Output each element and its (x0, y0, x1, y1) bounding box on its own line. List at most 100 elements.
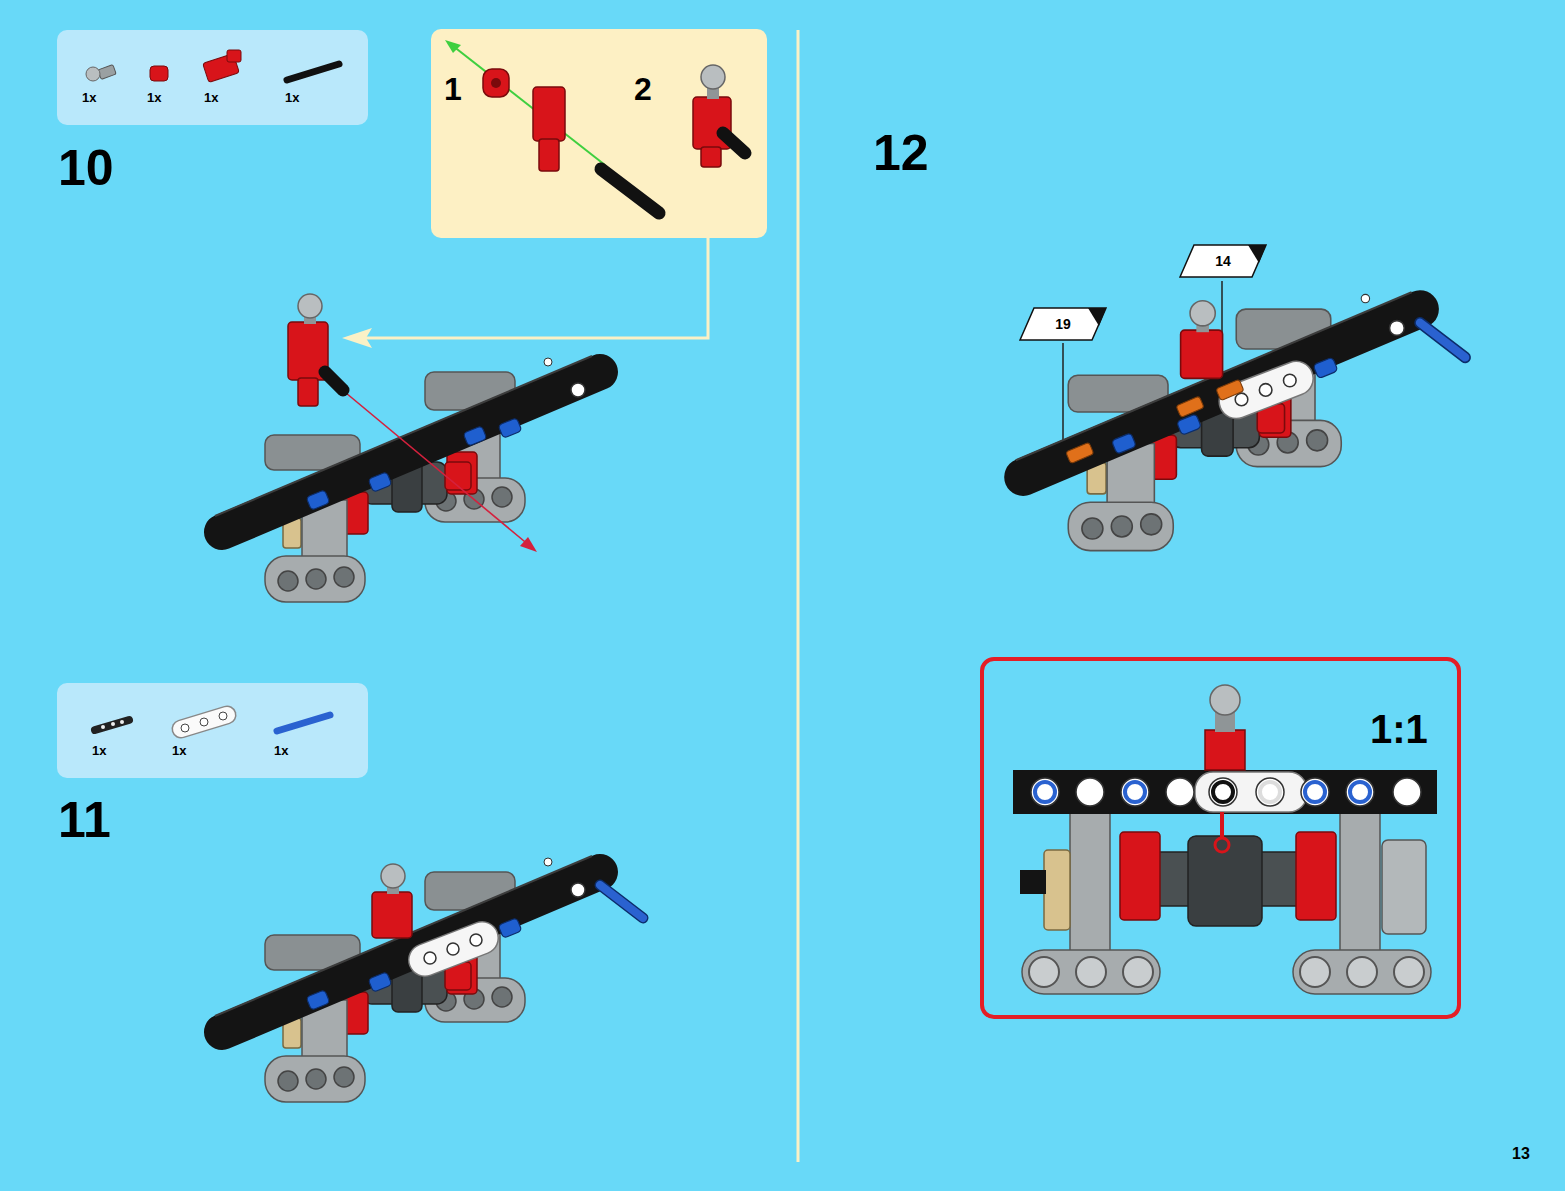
beam-hole (1031, 778, 1059, 806)
part-icon (181, 724, 189, 732)
part-icon (101, 725, 105, 729)
blue-axle (1420, 323, 1465, 358)
beam-hole (544, 358, 552, 366)
red-bush (491, 78, 501, 88)
frame-hole (1123, 957, 1153, 987)
grey-gear (1382, 840, 1426, 934)
part-icon (95, 720, 129, 730)
beam-hole-ring (1125, 782, 1145, 802)
red-part (539, 139, 559, 171)
assembly-arrowhead (445, 40, 461, 53)
red-part (533, 87, 565, 141)
part-icon (150, 66, 168, 81)
part-quantity: 1x (172, 744, 186, 757)
black-pin (325, 372, 343, 390)
blue-pin (1111, 433, 1136, 454)
white-liftarm (1195, 772, 1307, 812)
frame-hole (1307, 430, 1328, 451)
beam-hole-ring (1350, 782, 1370, 802)
step-number: 12 (873, 128, 929, 178)
grey-frame (1293, 950, 1431, 994)
blue-axle (600, 885, 643, 918)
frame-hole (1300, 957, 1330, 987)
blue-axle (1420, 323, 1465, 358)
part-icon (120, 720, 124, 724)
part-icon (111, 722, 115, 726)
grey-frame (1340, 813, 1380, 958)
blue-pin (1313, 357, 1338, 378)
grey-frame (265, 1056, 365, 1102)
beam-hole (571, 883, 585, 897)
subassembly-callout: 12 (431, 29, 767, 238)
ball-joint (1210, 685, 1240, 715)
frame-hole (1394, 957, 1424, 987)
black-beam (222, 872, 600, 1032)
orange-marking (1066, 442, 1094, 463)
red-gear (1120, 832, 1160, 920)
black-pin (601, 169, 659, 213)
beam-hole (571, 383, 585, 397)
liftarm-hole (1284, 374, 1297, 387)
beam-hole (1301, 778, 1329, 806)
red-hook (1220, 812, 1224, 838)
blue-axle (600, 885, 643, 918)
blue-pin (306, 490, 330, 510)
red-stem (1205, 730, 1245, 770)
substep-number: 1 (444, 73, 462, 105)
step-number: 11 (58, 795, 111, 845)
red-gear (1296, 832, 1336, 920)
beam-hole (1346, 778, 1374, 806)
callout-arrowhead (342, 328, 372, 348)
beam-hole-ring (1305, 782, 1325, 802)
ball-joint (381, 864, 405, 888)
scale-label: 1:1 (1370, 709, 1428, 749)
frame-hole (1029, 957, 1059, 987)
beam-hole (544, 858, 552, 866)
red-part (701, 147, 721, 167)
frame-hole (334, 567, 354, 587)
node-decoration (57, 30, 368, 125)
page-reference-tag: 14 (1178, 243, 1268, 279)
part-quantity: 1x (82, 91, 96, 104)
black-axle (1020, 870, 1046, 894)
frame-hole (1111, 516, 1132, 537)
frame-hole (1076, 957, 1106, 987)
black-beam (1013, 770, 1437, 814)
page-reference-tag: 19 (1018, 306, 1108, 342)
red-body (298, 378, 318, 406)
substep-number: 2 (634, 73, 652, 105)
axis-arrowhead (520, 537, 537, 552)
frame-hole (278, 571, 298, 591)
beam-hole (1121, 778, 1149, 806)
beam-hole (1256, 778, 1284, 806)
tag-corner (1088, 308, 1106, 326)
frame-hole (492, 987, 512, 1007)
parts-list-box: 1x1x1x1x (57, 30, 368, 125)
part-quantity: 1x (204, 91, 218, 104)
blue-pin (368, 472, 392, 492)
part-icon (277, 715, 330, 731)
blue-pin (463, 426, 487, 446)
page-reference: 19 (1018, 317, 1108, 331)
tan-gear (1044, 850, 1070, 930)
grey-frame (1068, 502, 1173, 550)
red-body (1181, 330, 1223, 378)
axis-arrow (340, 388, 530, 546)
page-reference: 14 (1178, 254, 1268, 268)
beam-highlight (215, 856, 592, 1016)
part-icon (98, 65, 116, 80)
blue-pin (306, 990, 330, 1010)
liftarm-hole (447, 943, 459, 955)
ball-joint (298, 294, 322, 318)
ball-joint (701, 65, 725, 89)
liftarm-hole (470, 934, 482, 946)
beam-hole (1166, 778, 1194, 806)
callout-leader (360, 238, 708, 338)
part-icon (219, 712, 227, 720)
part-quantity: 1x (285, 91, 299, 104)
step-model (215, 856, 643, 1102)
